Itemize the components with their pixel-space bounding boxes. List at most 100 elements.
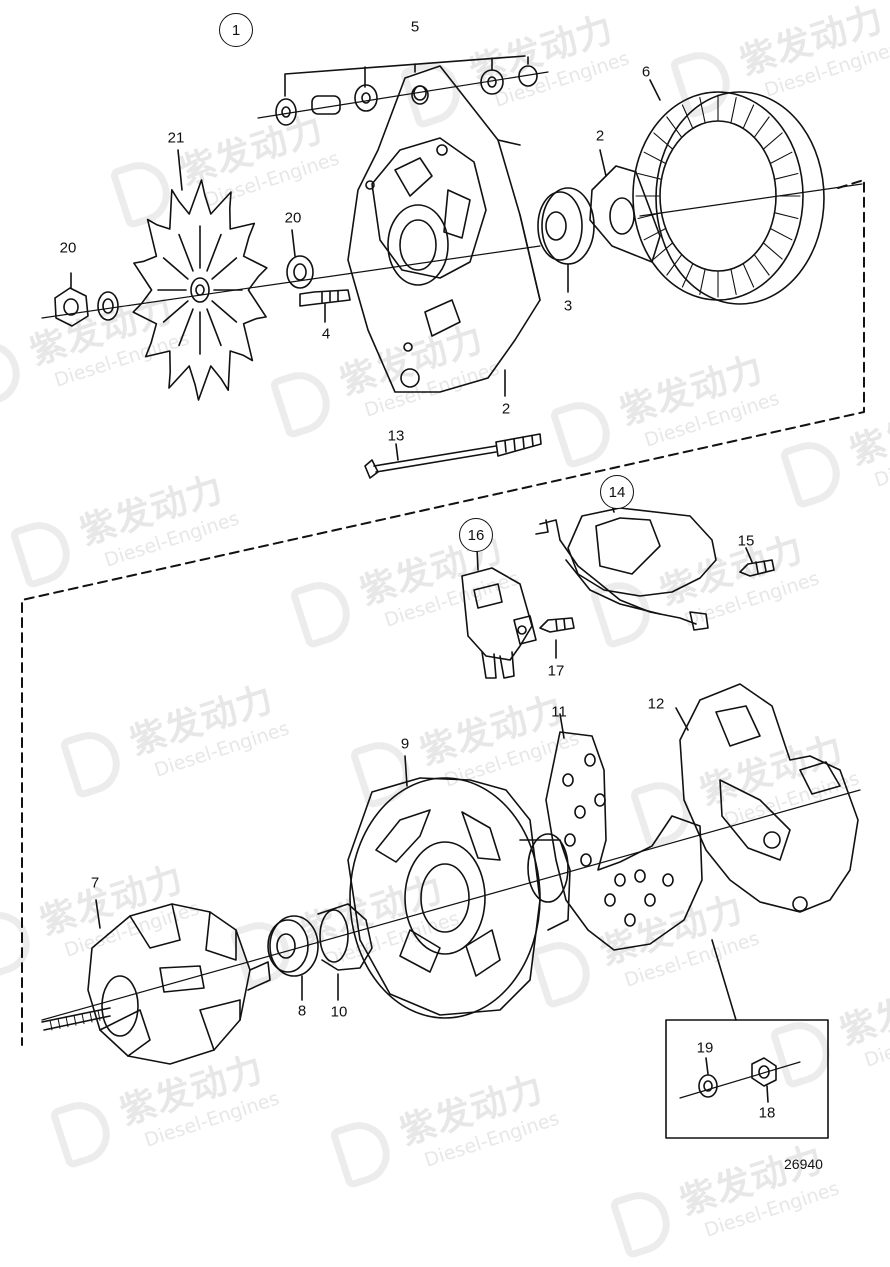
stator-slot [699, 268, 706, 296]
part-9-rear-housing [347, 755, 571, 1019]
part-label-12: 12 [647, 695, 665, 713]
group-label-1: 1 [219, 13, 253, 47]
part-15-screw [739, 547, 775, 577]
stator-slot [666, 116, 683, 138]
part-label-4: 4 [321, 325, 331, 343]
diode-hole [580, 853, 592, 867]
thread-line [81, 1013, 85, 1025]
front-axis-line [41, 245, 541, 319]
part-14-rectifier [535, 499, 717, 631]
part-label-11: 11 [551, 703, 567, 721]
part-label-19: 19 [696, 1039, 714, 1057]
part-label-9: 9 [400, 735, 410, 753]
stator-slot [643, 151, 667, 165]
diode-hole [614, 873, 626, 887]
part-label-18: 18 [758, 1104, 776, 1122]
fan-hub-hole [195, 284, 205, 296]
drawing-number: 26940 [784, 1156, 823, 1172]
part-13-through-bolt [364, 433, 542, 479]
rear-axis-line [41, 789, 861, 1021]
stator-slot [730, 268, 737, 296]
part-label-21: 21 [167, 129, 185, 147]
diode-hole [562, 773, 574, 787]
group-label-14: 14 [600, 475, 634, 509]
stator-slot [769, 151, 793, 165]
assembly-dashed-outline [21, 179, 865, 1046]
stator-slot [773, 172, 799, 180]
part-label-13: 13 [387, 427, 405, 445]
part-label-3: 3 [563, 297, 573, 315]
fan-rib [162, 257, 189, 280]
part-label-20-left: 20 [59, 239, 77, 257]
part-6-stator [632, 79, 825, 305]
part-20-nut-and-washers [54, 229, 314, 327]
fan-rib [206, 308, 222, 347]
stator-slot [730, 96, 737, 124]
stator-slot [681, 104, 694, 129]
thread-line [89, 1011, 93, 1023]
fan-outline [132, 179, 268, 401]
part-label-15: 15 [737, 532, 755, 550]
part-8-bearing [267, 915, 319, 1001]
part-3-bearing [537, 187, 595, 293]
diode-hole [584, 753, 596, 767]
diode-hole [594, 793, 606, 807]
stator-slot [753, 254, 770, 276]
group-label-16: 16 [459, 518, 493, 552]
fan-rib [211, 257, 238, 280]
fan-rib [178, 233, 194, 272]
stator-slot [769, 227, 793, 241]
part-label-6: 6 [641, 63, 651, 81]
stator-slot [637, 172, 663, 180]
thread-line [65, 1016, 69, 1028]
part-label-7: 7 [90, 874, 100, 892]
stator-slot [773, 212, 799, 220]
diode-hole [634, 869, 646, 883]
part-label-17: 17 [547, 662, 565, 680]
part-label-2-lower: 2 [501, 400, 511, 418]
part-2-bearing-plate [589, 149, 661, 263]
part-4-screw [299, 289, 351, 323]
stator-slot [681, 263, 694, 288]
thread-line [97, 1009, 101, 1021]
diode-hole [624, 913, 636, 927]
fan-rib [206, 233, 222, 272]
stator-slot [762, 132, 783, 150]
part-label-20-right: 20 [284, 209, 302, 227]
part-7-rotor [41, 899, 271, 1065]
part-2-front-housing [347, 65, 541, 397]
part-5-bolt-set [257, 55, 549, 126]
diagram-drawing [21, 55, 865, 1139]
fan-hub [190, 277, 210, 303]
fan-rib [211, 300, 238, 323]
stator-slot [666, 254, 683, 276]
diode-hole [604, 893, 616, 907]
thread-line [49, 1019, 53, 1031]
stator-slot [653, 132, 674, 150]
part-label-8: 8 [297, 1002, 307, 1020]
diode-hole [574, 805, 586, 819]
stator-slot [753, 116, 770, 138]
stator-slot [742, 104, 755, 129]
part-21-fan [132, 179, 268, 401]
fan-rib [162, 300, 189, 323]
watermark-logo-icon [608, 1184, 678, 1260]
inset-box-18-19 [665, 939, 829, 1139]
watermark-en: Diesel-Engines [701, 1177, 843, 1242]
stator-slot [699, 96, 706, 124]
stator-axis-line [639, 183, 863, 217]
thread-line [73, 1014, 77, 1026]
part-label-2-upper: 2 [595, 127, 605, 145]
diode-hole [644, 893, 656, 907]
part-16-regulator [461, 547, 537, 679]
thread-line [57, 1017, 61, 1029]
part-11-diode-plate [545, 713, 703, 951]
diode-hole [564, 833, 576, 847]
stator-slot [762, 242, 783, 260]
part-17-screw [539, 617, 575, 659]
part-label-10: 10 [330, 1003, 348, 1021]
stator-slot [653, 242, 674, 260]
stator-slot [643, 227, 667, 241]
part-12-rear-cover [675, 683, 859, 913]
